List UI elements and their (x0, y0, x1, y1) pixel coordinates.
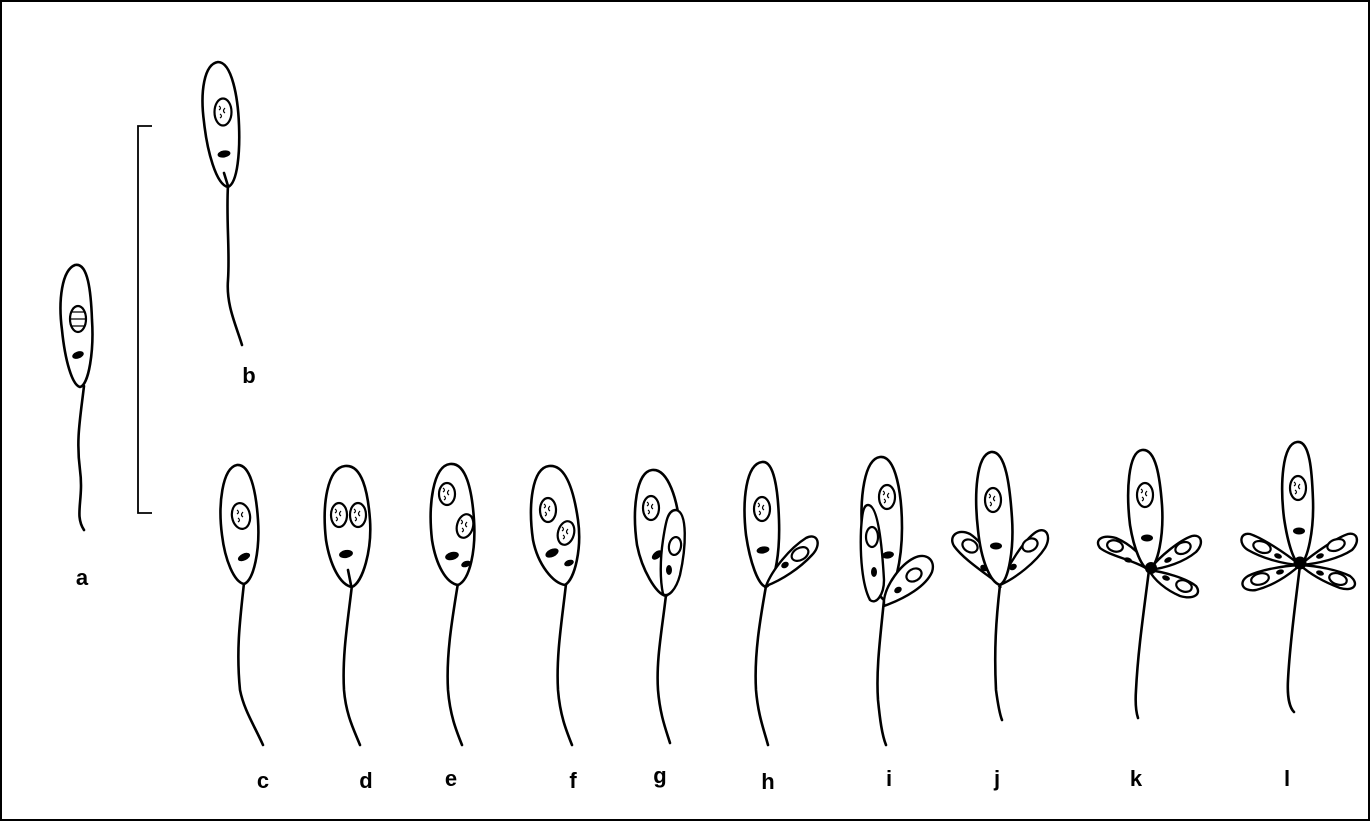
cell-a (61, 265, 93, 530)
scale-bar (138, 126, 152, 513)
panel-label-f: f (569, 768, 577, 793)
cell-k (1098, 450, 1201, 718)
panel-label-j: j (993, 766, 1000, 791)
panel-label-d: d (359, 768, 372, 793)
cell-l (1241, 442, 1357, 712)
panel-label-l: l (1284, 766, 1290, 791)
cell-e (431, 464, 476, 745)
panel-label-g: g (653, 763, 666, 788)
panel-label-e: e (445, 766, 457, 791)
cell-j (952, 452, 1048, 720)
cell-d (325, 466, 371, 745)
panel-label-a: a (76, 565, 89, 590)
cell-g (635, 470, 685, 743)
cell-f (531, 466, 579, 745)
cell-h (745, 462, 818, 745)
panel-label-i: i (886, 766, 892, 791)
cell-i (861, 457, 933, 745)
cell-c (221, 465, 263, 745)
cell-b (203, 62, 242, 345)
panel-label-c: c (257, 768, 269, 793)
panel-label-h: h (761, 769, 774, 794)
panel-label-k: k (1130, 766, 1143, 791)
panel-label-b: b (242, 363, 255, 388)
